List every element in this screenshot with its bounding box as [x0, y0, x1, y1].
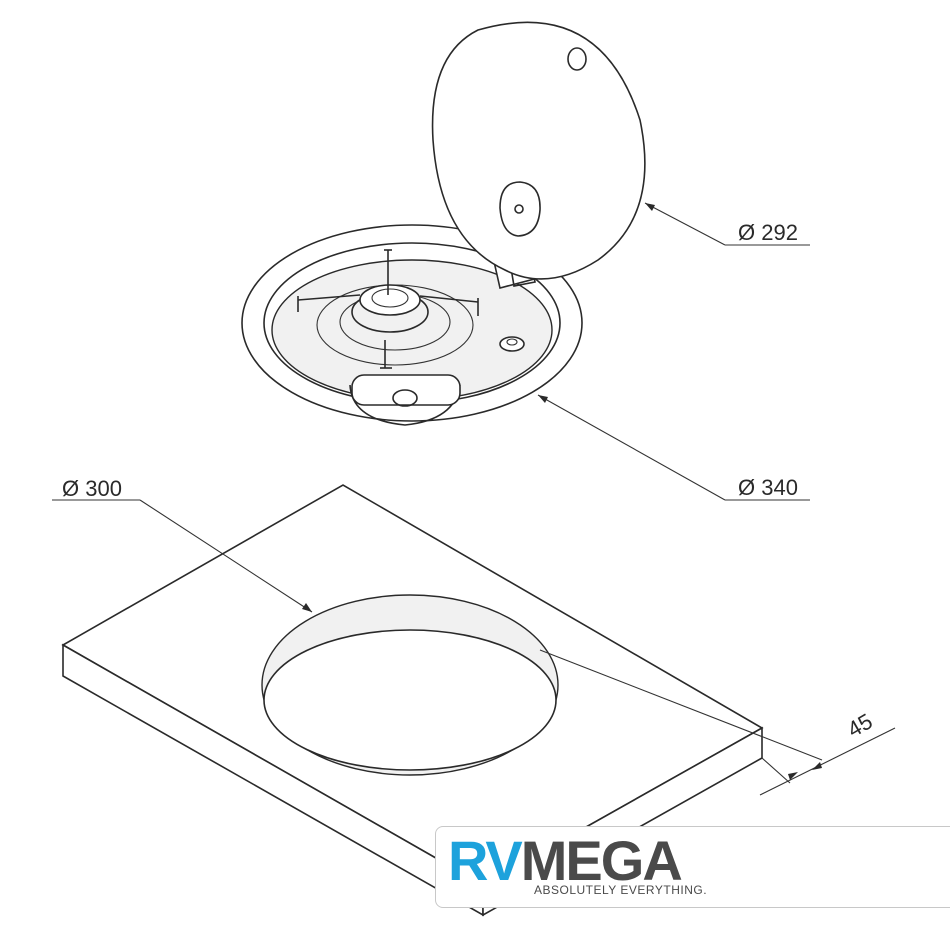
rim-diameter-label: Ø 340	[738, 475, 798, 500]
rvmega-logo: RVMEGA ABSOLUTELY EVERYTHING.	[435, 826, 950, 908]
logo-tagline: ABSOLUTELY EVERYTHING.	[534, 883, 708, 897]
hob-body	[241, 224, 583, 426]
cutout-diameter-label: Ø 300	[62, 476, 122, 501]
dimension-cutout-diameter: Ø 300	[52, 476, 313, 613]
dimension-rim-diameter: Ø 340	[537, 394, 810, 501]
logo-wordmark: RVMEGA	[448, 829, 683, 893]
logo-mega: MEGA	[520, 829, 683, 892]
logo-rv: RV	[448, 829, 523, 892]
dimension-lid-diameter: Ø 292	[644, 202, 810, 246]
glass-lid	[431, 21, 646, 280]
depth-label: 45	[843, 708, 877, 742]
countertop-cutout	[261, 594, 559, 776]
lid-diameter-label: Ø 292	[738, 220, 798, 245]
